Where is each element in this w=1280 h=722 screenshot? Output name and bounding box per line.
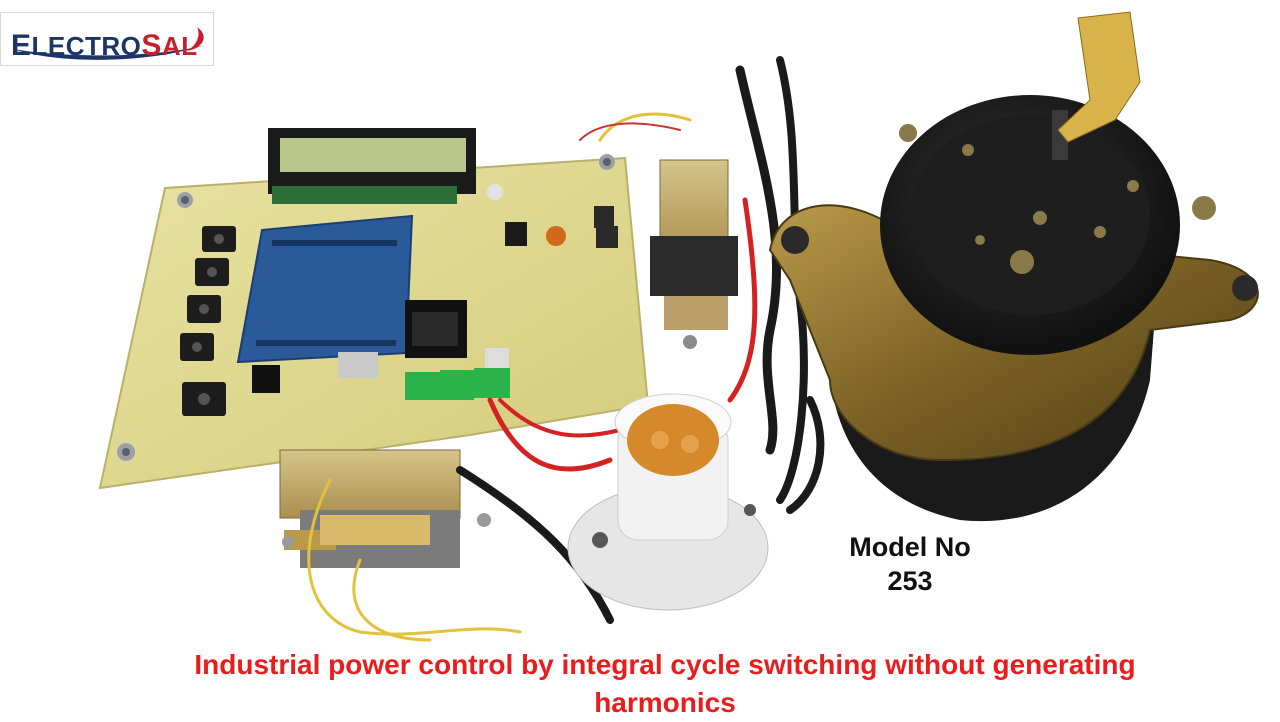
caption-line-1: Industrial power control by integral cyc… <box>194 649 1136 680</box>
logo-initial-e: E <box>11 29 32 62</box>
logo-text-lectro: LECTRO <box>31 31 142 61</box>
logo-text-al: AL <box>161 31 198 61</box>
model-number: Model No 253 <box>810 530 1010 598</box>
pcb-board <box>98 128 650 490</box>
project-caption: Industrial power control by integral cyc… <box>60 646 1270 722</box>
caption-line-2: harmonics <box>594 687 736 718</box>
model-value: 253 <box>887 566 933 596</box>
electrosal-logo: ELECTROSAL <box>0 12 214 66</box>
large-transformer <box>279 449 491 568</box>
lamp-holder <box>567 393 769 611</box>
electric-motor <box>768 11 1259 522</box>
logo-wordmark: ELECTROSAL <box>11 29 198 63</box>
logo-initial-s: S <box>141 29 162 62</box>
small-transformer <box>650 159 738 349</box>
logo-swoosh-icon <box>13 27 205 60</box>
model-label: Model No <box>849 532 971 562</box>
